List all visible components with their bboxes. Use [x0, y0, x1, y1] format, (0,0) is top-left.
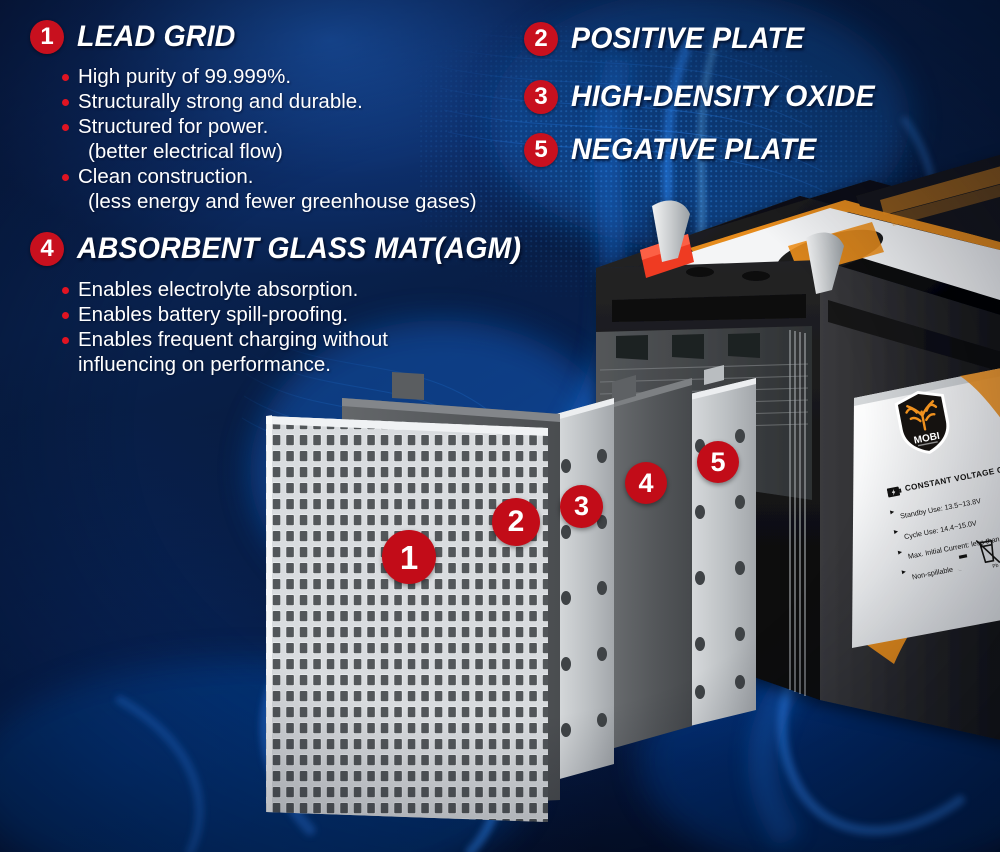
heading-3-number: 3: [534, 83, 548, 110]
section-1-heading: 1 LEAD GRID: [30, 20, 477, 54]
bullet-subitem: (less energy and fewer greenhouse gases): [88, 190, 477, 213]
heading-3-badge: 3: [524, 80, 558, 114]
heading-2-badge: 2: [524, 22, 558, 56]
heading-3-title: HIGH-DENSITY OXIDE: [571, 80, 875, 113]
plate-callout-1-number: 1: [399, 538, 419, 576]
plate-callout-5-number: 5: [710, 446, 726, 477]
section-1-badge: 1: [30, 20, 64, 54]
section-1-bullets: High purity of 99.999%. Structurally str…: [58, 64, 477, 214]
heading-2-title: POSITIVE PLATE: [571, 22, 805, 55]
bullet-item: High purity of 99.999%.: [58, 64, 477, 89]
section-1-title: LEAD GRID: [77, 20, 236, 53]
plate-callout-3-number: 3: [573, 491, 590, 521]
heading-5-badge: 5: [524, 133, 558, 167]
section-4-badge: 4: [30, 232, 64, 266]
bullet-item: Clean construction.: [58, 164, 477, 189]
heading-2-number: 2: [534, 25, 548, 52]
plate-callout-2[interactable]: 2: [492, 498, 540, 546]
bullet-item: Structurally strong and durable.: [58, 89, 477, 114]
heading-5-number: 5: [534, 136, 548, 163]
section-4-number: 4: [40, 235, 54, 262]
plate-callout-1[interactable]: 1: [382, 530, 436, 584]
bullet-subitem: influencing on performance.: [78, 353, 331, 376]
plate-callout-4[interactable]: 4: [625, 462, 667, 504]
bullet-item: Enables battery spill-proofing.: [58, 302, 545, 327]
plate-callout-3[interactable]: 3: [560, 485, 603, 528]
bullet-item: Enables electrolyte absorption.: [58, 277, 545, 302]
bullet-item: Enables frequent charging without: [58, 327, 545, 352]
bullet-item: Structured for power.: [58, 114, 477, 139]
plate-callout-4-number: 4: [638, 467, 654, 498]
section-4-title: ABSORBENT GLASS MAT(AGM): [77, 232, 522, 265]
heading-5-title: NEGATIVE PLATE: [571, 133, 817, 166]
section-agm: 4 ABSORBENT GLASS MAT(AGM) Enables elect…: [30, 232, 545, 377]
heading-negative-plate: 5 NEGATIVE PLATE: [524, 133, 829, 167]
section-4-bullets: Enables electrolyte absorption. Enables …: [58, 277, 545, 377]
section-lead-grid: 1 LEAD GRID High purity of 99.999%. Stru…: [30, 20, 477, 214]
heading-high-density-oxide: 3 HIGH-DENSITY OXIDE: [524, 80, 891, 114]
section-1-number: 1: [40, 23, 54, 50]
bullet-subitem: (better electrical flow): [88, 140, 283, 163]
section-4-heading: 4 ABSORBENT GLASS MAT(AGM): [30, 232, 545, 266]
plate-callout-2-number: 2: [507, 505, 525, 538]
heading-positive-plate: 2 POSITIVE PLATE: [524, 22, 817, 56]
plate-callout-5[interactable]: 5: [697, 441, 739, 483]
